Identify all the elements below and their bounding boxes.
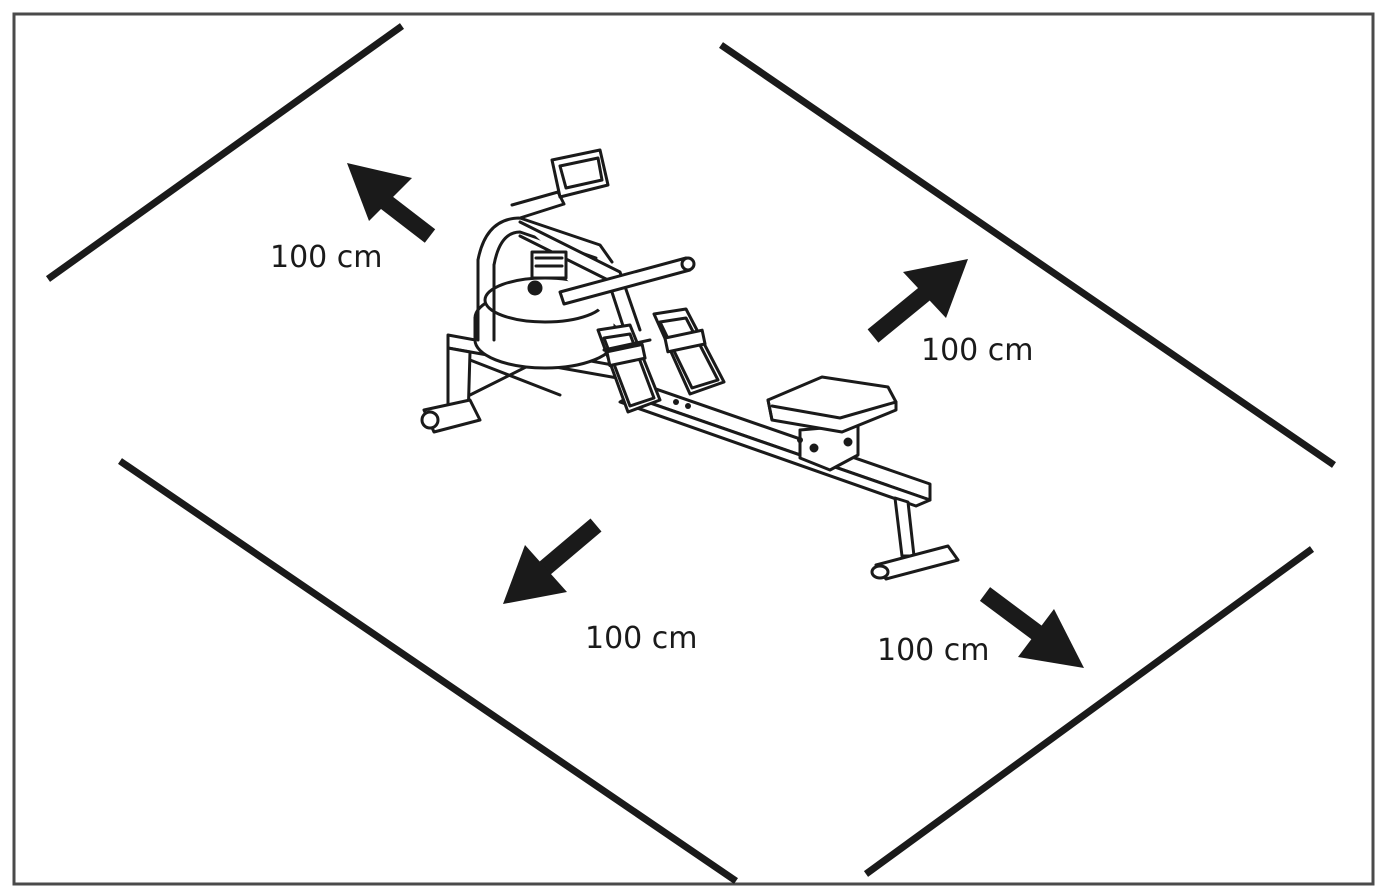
boundary-line-back-right [719, 42, 1336, 468]
machine-footplate-left [596, 323, 662, 414]
arrow-front-left [503, 518, 602, 604]
boundary-line-front-right [863, 546, 1315, 877]
arrow-back-right [867, 259, 968, 343]
boundary-line-back-left [45, 23, 405, 282]
clearance-boundary-lines [45, 23, 1336, 884]
machine-water-tank [473, 276, 617, 370]
machine-seat [766, 375, 898, 472]
rowing-machine-illustration [420, 148, 960, 581]
machine-rear-support [870, 496, 960, 581]
distance-label-back-right: 100 cm [921, 333, 1034, 368]
machine-rail-bolts [673, 399, 803, 443]
machine-front-frame [476, 216, 642, 342]
machine-footplate-right [652, 307, 726, 396]
machine-handle [558, 256, 696, 306]
clearance-arrows [347, 163, 1084, 668]
arrow-front-right [979, 587, 1084, 668]
distance-label-front-left: 100 cm [585, 621, 698, 656]
distance-label-front-right: 100 cm [877, 633, 990, 668]
machine-monitor [510, 148, 610, 220]
boundary-line-front-left [118, 458, 738, 884]
distance-label-back-left: 100 cm [270, 240, 383, 275]
diagram-frame [12, 12, 1375, 886]
arrow-back-left [347, 163, 436, 243]
